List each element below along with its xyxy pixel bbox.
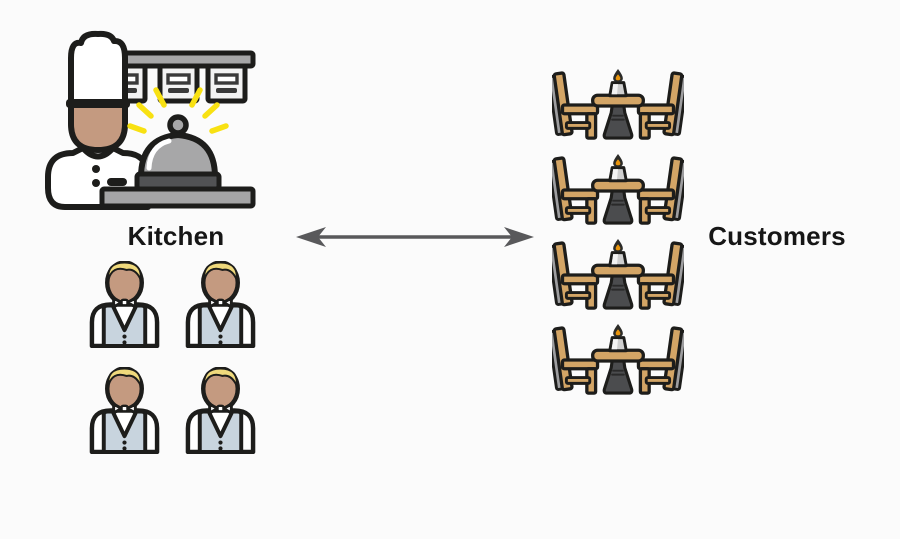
waiter-vest xyxy=(197,303,244,348)
table-pedestal xyxy=(602,274,634,310)
chef-hat xyxy=(68,30,128,109)
counter xyxy=(99,186,256,209)
waiter-vest xyxy=(197,409,244,454)
table-pedestal xyxy=(602,189,634,225)
waiter-vest xyxy=(101,409,148,454)
bidirectional-arrow-icon xyxy=(294,224,536,250)
table-icon xyxy=(552,323,684,397)
table-icon xyxy=(552,238,684,312)
table-icon xyxy=(552,68,684,142)
kitchen-label: Kitchen xyxy=(127,221,225,251)
table-pedestal xyxy=(602,104,634,140)
service-bell-icon xyxy=(134,114,222,192)
sparkle-rays xyxy=(127,87,229,134)
chair-right xyxy=(636,71,684,140)
chair-right xyxy=(636,156,684,225)
chair-right xyxy=(636,326,684,395)
waiter-icon xyxy=(87,261,162,348)
customers-label: Customers xyxy=(708,221,846,251)
chef-icon xyxy=(45,26,260,211)
chair-left xyxy=(552,326,600,395)
table-pedestal xyxy=(602,359,634,395)
waiter-hair xyxy=(203,261,238,284)
chef-face xyxy=(68,102,128,153)
waiter-bow-tie xyxy=(112,402,137,415)
waiter-vest xyxy=(101,303,148,348)
chair-left xyxy=(552,71,600,140)
waiter-hair xyxy=(107,261,142,284)
waiter-hair xyxy=(203,367,238,390)
waiter-icon xyxy=(183,261,258,348)
order-tickets xyxy=(105,63,248,104)
waiter-icon xyxy=(183,367,258,454)
chair-right xyxy=(636,241,684,310)
waiter-bow-tie xyxy=(112,296,137,309)
waiter-bow-tie xyxy=(208,402,233,415)
chair-left xyxy=(552,156,600,225)
tables-column xyxy=(552,68,684,397)
waiters-grid xyxy=(87,261,258,454)
table-icon xyxy=(552,153,684,227)
chair-left xyxy=(552,241,600,310)
waiter-hair xyxy=(107,367,142,390)
waiter-bow-tie xyxy=(208,296,233,309)
waiter-icon xyxy=(87,367,162,454)
